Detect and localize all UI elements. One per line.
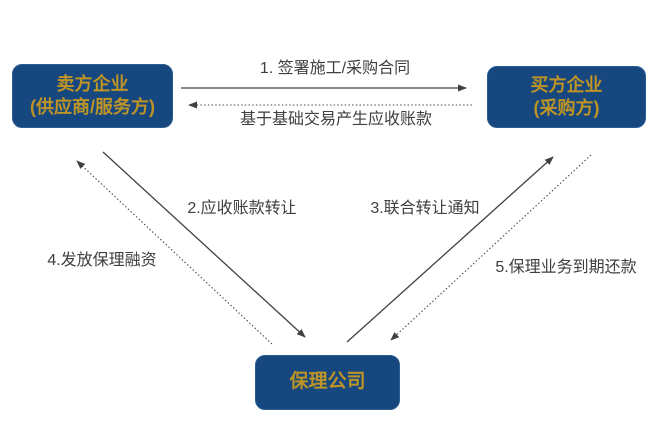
arrow-receivables-transfer [102,151,306,338]
edge-label-maturity-repayment: 5.保理业务到期还款 [495,259,637,276]
node-seller: 卖方企业 (供应商/服务方) [12,64,173,128]
node-buyer: 买方企业 (采购方) [487,66,646,128]
node-seller-line1: 卖方企业 [56,73,129,94]
arrow-joint-transfer-notice [346,156,554,343]
edge-label-joint-transfer-notice: 3.联合转让通知 [370,200,480,217]
edge-label-receivables-arise: 基于基础交易产生应收账款 [239,111,433,128]
node-buyer-line1: 买方企业 [530,74,603,95]
arrow-factoring-financing [76,160,273,345]
edge-label-receivables-transfer: 2.应收账款转让 [187,200,297,217]
node-seller-line2: (供应商/服务方) [30,97,155,117]
edge-label-sign-contract: 1. 签署施工/采购合同 [259,60,411,77]
node-buyer-line2: (采购方) [533,98,600,118]
node-factor: 保理公司 [255,355,400,410]
arrow-maturity-repayment [390,154,592,341]
node-factor-label: 保理公司 [289,371,366,393]
edge-label-factoring-financing: 4.发放保理融资 [47,252,157,269]
